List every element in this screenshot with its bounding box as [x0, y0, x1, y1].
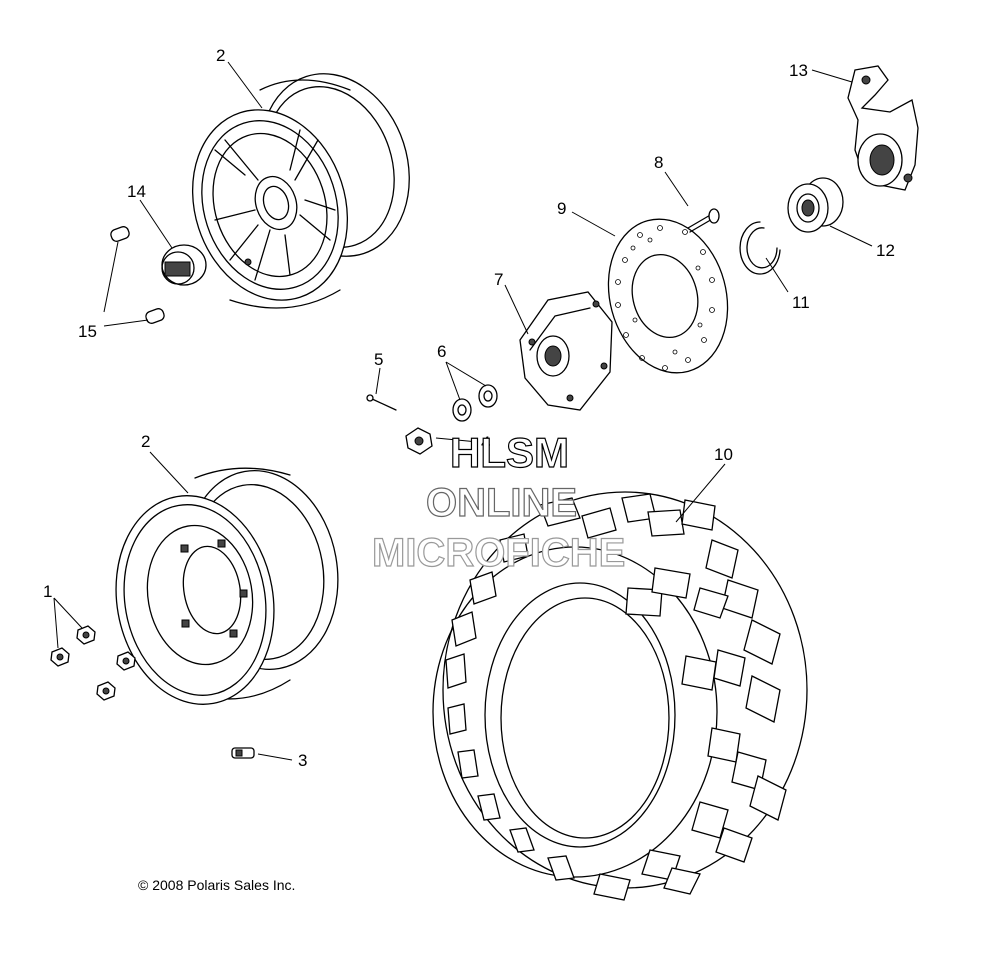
callout-10: 10: [714, 445, 733, 464]
center-cap[interactable]: [161, 244, 207, 286]
callout-3: 3: [298, 751, 307, 770]
callout-labels: 2 14 15 2 1 3 5 6 4 7 9 8 10 11 12 13: [43, 46, 895, 770]
watermark: HLSM ONLINE MICROFICHE: [371, 428, 626, 575]
watermark-line-2: ONLINE: [426, 481, 577, 525]
watermark-line-3: MICROFICHE: [372, 531, 625, 575]
lug-nuts[interactable]: [50, 625, 136, 701]
washers[interactable]: [452, 384, 498, 422]
watermark-line-1: HLSM: [450, 429, 569, 476]
callout-12: 12: [876, 241, 895, 260]
callout-7: 7: [494, 270, 503, 289]
wheel-bearing[interactable]: [787, 177, 844, 233]
callout-1: 1: [43, 582, 52, 601]
castle-nut[interactable]: [405, 427, 433, 455]
callout-9: 9: [557, 199, 566, 218]
cotter-pin[interactable]: [366, 394, 397, 411]
valve-stem[interactable]: [231, 747, 255, 759]
lower-wheel-rim[interactable]: [100, 458, 353, 716]
leader-lines: [53, 61, 873, 761]
brake-disc[interactable]: [592, 206, 744, 387]
callout-5: 5: [374, 350, 383, 369]
brake-bolt[interactable]: [687, 208, 720, 233]
wheel-hub[interactable]: [519, 291, 613, 411]
callout-6: 6: [437, 342, 446, 361]
callout-13: 13: [789, 61, 808, 80]
upper-wheel-rim[interactable]: [169, 54, 433, 320]
tire[interactable]: [432, 491, 808, 901]
callout-15: 15: [78, 322, 97, 341]
callout-4: 4: [481, 433, 490, 452]
callout-2-upper: 2: [216, 46, 225, 65]
callout-2-lower: 2: [141, 432, 150, 451]
callout-14: 14: [127, 182, 146, 201]
snap-ring[interactable]: [739, 221, 781, 275]
wheel-stud-upper[interactable]: [109, 225, 130, 242]
callout-11: 11: [792, 293, 810, 312]
wheel-stud-lower[interactable]: [144, 307, 165, 324]
copyright-notice: © 2008 Polaris Sales Inc.: [138, 877, 295, 893]
steering-knuckle[interactable]: [847, 65, 919, 191]
callout-8: 8: [654, 153, 663, 172]
